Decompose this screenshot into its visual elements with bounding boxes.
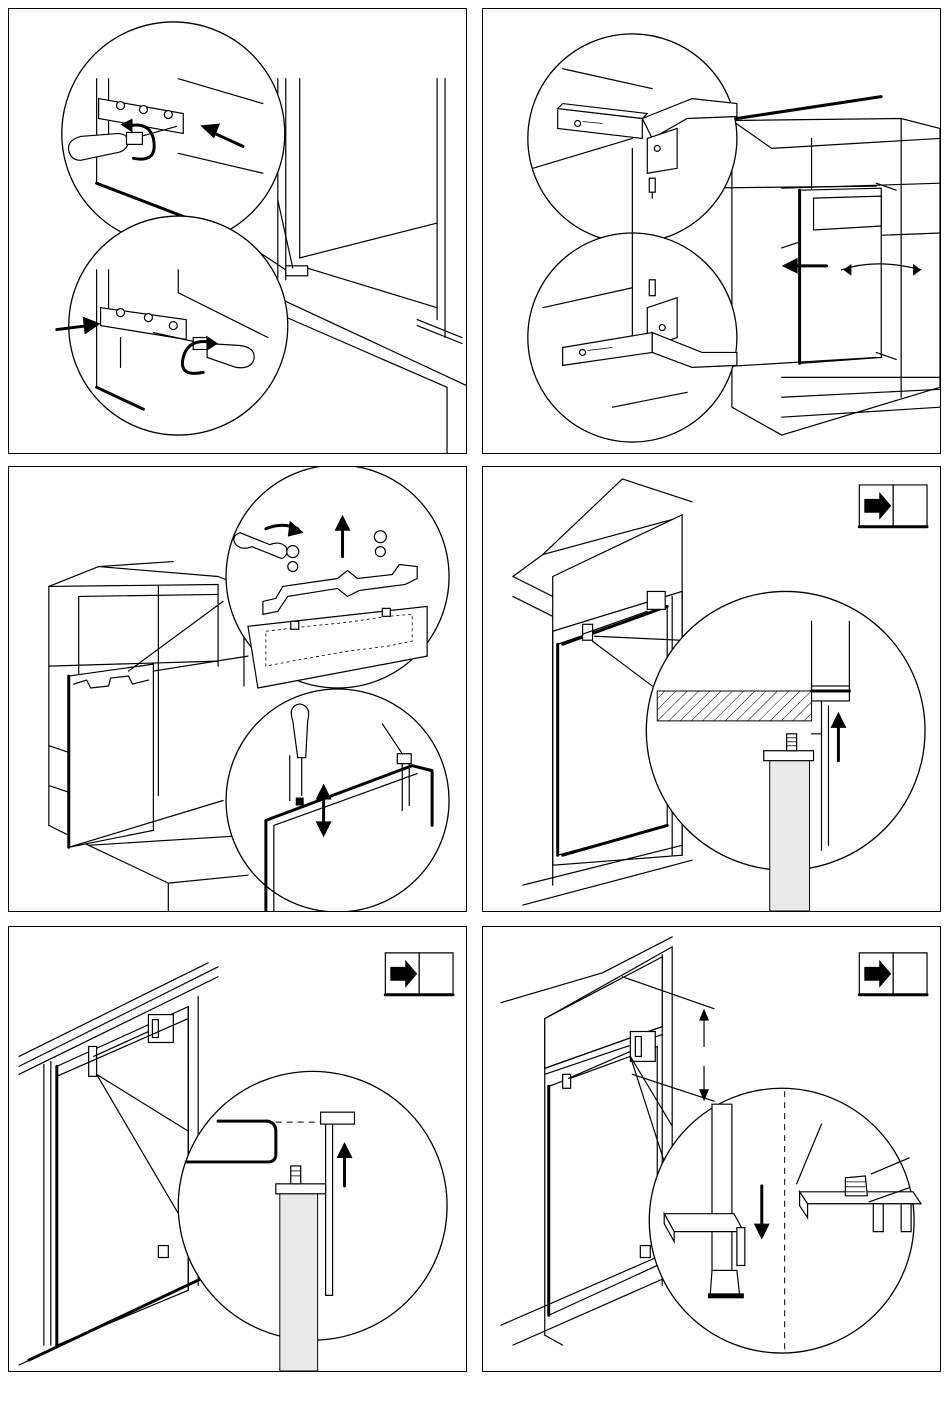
door xyxy=(69,664,154,847)
cabinet-frame xyxy=(278,79,466,453)
cabinet-body xyxy=(501,937,682,1345)
book-arrow-icon xyxy=(859,485,927,527)
book-arrow-icon xyxy=(385,953,453,995)
detail-circle-lower xyxy=(57,216,288,435)
step-5-illustration xyxy=(9,927,466,1371)
cabinet-body xyxy=(732,97,940,435)
step-3-illustration xyxy=(9,467,466,911)
detail-circle xyxy=(646,591,925,911)
detail-circle-upper xyxy=(528,34,737,243)
callout-leader xyxy=(128,601,223,671)
detail-circle xyxy=(178,1071,447,1371)
step-6-illustration xyxy=(483,927,940,1371)
step-1-hinge-adjustment-panel xyxy=(8,8,467,454)
appliance-side xyxy=(770,756,810,911)
detail-circle xyxy=(649,1088,921,1353)
detail-circle-lower xyxy=(226,689,449,911)
step-4-top-slide-panel xyxy=(482,466,941,912)
book-arrow-icon xyxy=(859,953,927,995)
detail-circle-lower xyxy=(528,233,737,442)
callout-leader xyxy=(153,656,248,671)
hinge-bracket xyxy=(286,266,308,276)
step-4-illustration xyxy=(483,467,940,911)
step-5-slide-bracket-panel xyxy=(8,926,467,1372)
step-1-illustration xyxy=(9,9,466,453)
detail-circle-upper xyxy=(62,22,285,245)
appliance-side xyxy=(280,1188,318,1371)
detail-circle-upper xyxy=(226,467,449,688)
step-3-door-bracket-panel xyxy=(8,466,467,912)
step-2-illustration xyxy=(483,9,940,453)
worktop-section xyxy=(657,691,811,721)
step-6-bracket-insertion-panel xyxy=(482,926,941,1372)
step-2-hinge-bracket-panel xyxy=(482,8,941,454)
